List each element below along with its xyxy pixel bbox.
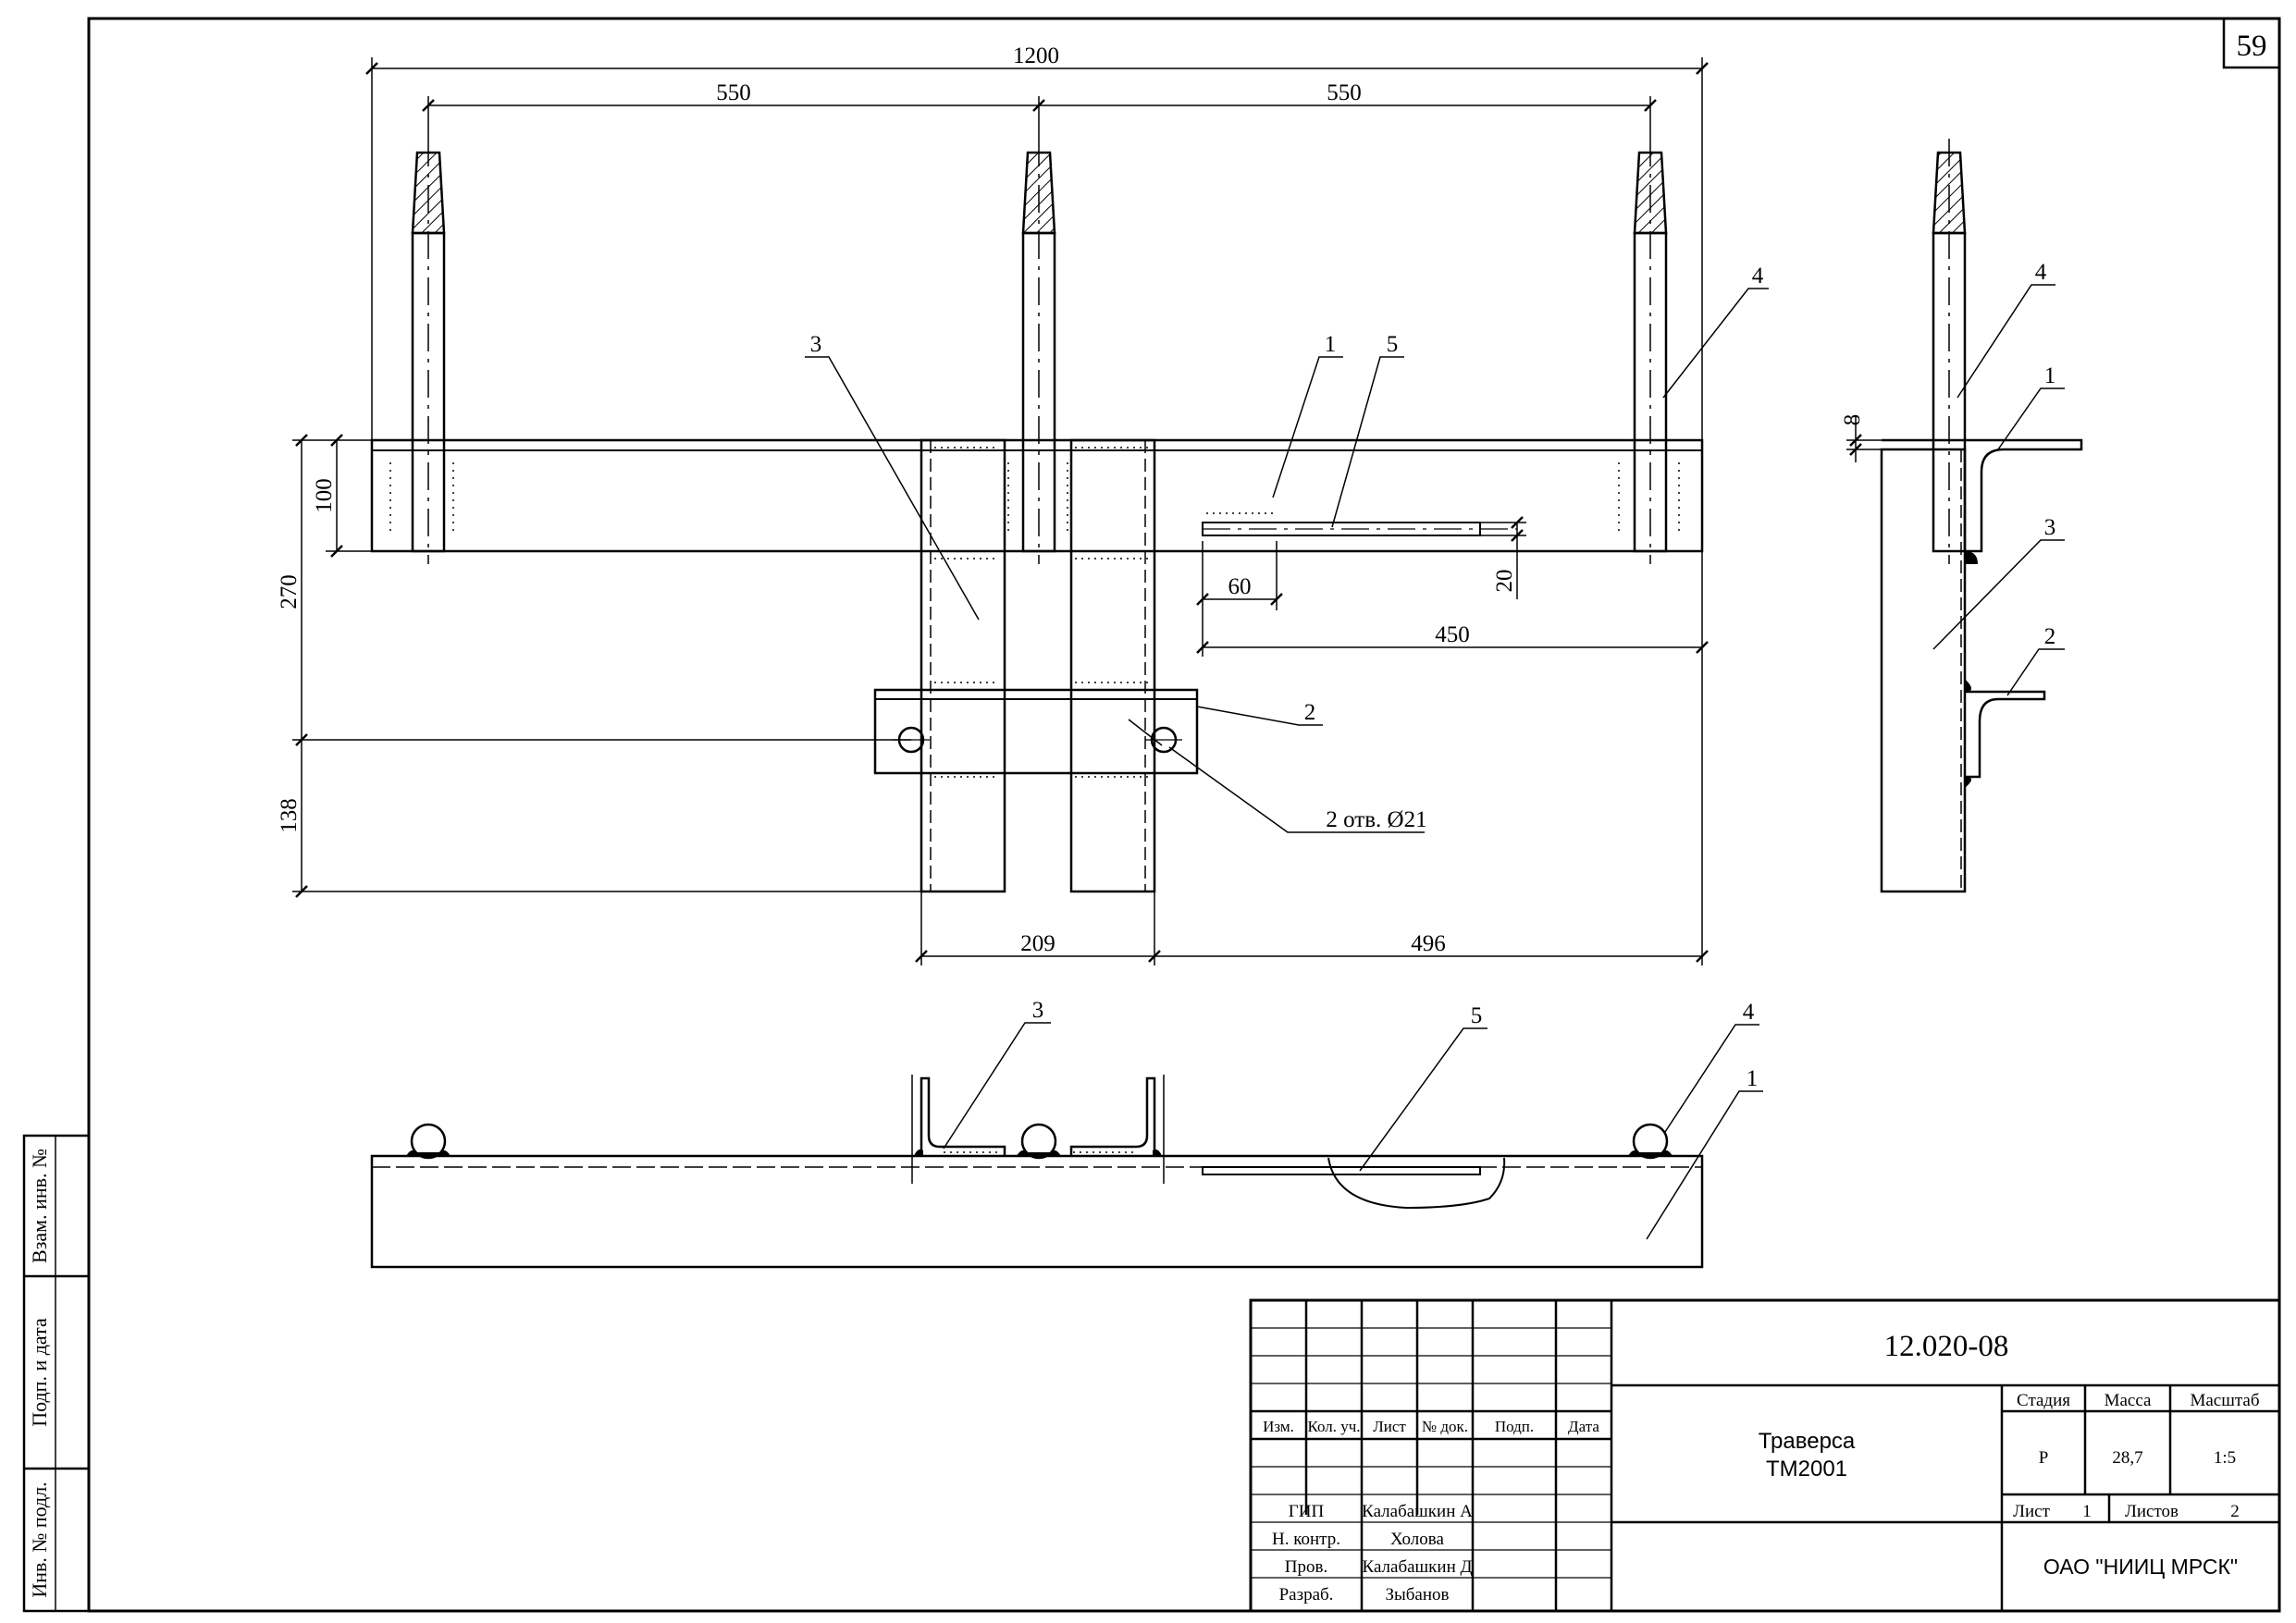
side-view: 8 4 1 3 2 [1840,139,2083,893]
dim-20: 20 [1492,570,1517,593]
hdr-doc-no: № док. [1422,1418,1468,1435]
leader-front-5: 5 [1387,332,1399,357]
name-n-kontr: Холова [1390,1530,1444,1549]
name-prov: Калабашкин Д [1363,1557,1473,1577]
lower-angle [873,688,1199,775]
hdr-izm: Изм. [1263,1418,1294,1435]
scale-label: Масштаб [2190,1391,2259,1410]
sheets-value: 2 [2230,1502,2240,1521]
leader-plan-3: 3 [1032,998,1044,1023]
hdr-date: Дата [1568,1418,1599,1435]
stamp-sign-date: Подп. и дата [28,1318,51,1427]
sheet-frame: 59 [87,17,2281,1613]
hdr-kol-uch: Кол. уч. [1307,1418,1360,1435]
leader-front-2: 2 [1304,700,1316,725]
dim-550-right: 550 [1327,80,1362,105]
plan-view: 3 5 4 1 [370,998,1763,1269]
dim-496: 496 [1411,931,1446,956]
pin-middle [1021,139,1056,564]
dim-60: 60 [1228,574,1252,599]
dim-209: 209 [1020,931,1055,956]
leader-plan-4: 4 [1743,1000,1755,1025]
title-block: Изм. Кол. уч. Лист № док. Подп. Дата ГИП… [1249,1298,2281,1613]
sheet-value: 1 [2082,1502,2092,1521]
role-razrab: Разраб. [1279,1585,1334,1605]
name-razrab: Зыбанов [1385,1585,1449,1605]
org-name: ОАО "НИИЦ МРСК" [2043,1555,2238,1579]
role-prov: Пров. [1285,1557,1327,1577]
stage-value: Р [2039,1448,2049,1468]
pin-left [411,139,446,564]
front-view: 1200 550 550 100 270 138 60 20 450 209 4… [277,43,1769,965]
name-line1: Траверса [1759,1429,1856,1454]
dim-8: 8 [1840,414,1865,426]
role-gip: ГИП [1289,1502,1325,1521]
leader-side-3: 3 [2044,515,2056,540]
vertical-angle-right [1069,438,1156,893]
sheets-label: Листов [2125,1502,2179,1521]
leader-side-4: 4 [2035,260,2047,285]
name-line2: ТМ2001 [1766,1457,1847,1482]
leader-holes: 2 отв. Ø21 [1326,807,1426,832]
dim-270: 270 [277,574,302,609]
leader-plan-1: 1 [1747,1066,1759,1091]
vertical-angle-left [920,438,1006,893]
leader-side-1: 1 [2044,363,2056,388]
hdr-podp: Подп. [1495,1418,1534,1435]
plate-5 [1202,512,1517,536]
sheet-number: 59 [2237,30,2267,63]
mass-value: 28,7 [2112,1448,2142,1468]
dim-1200: 1200 [1013,43,1059,68]
leader-front-1: 1 [1325,332,1337,357]
sheet-label: Лист [2013,1502,2050,1521]
leader-front-4: 4 [1752,264,1764,289]
side-stamp: Взам. инв. № Подп. и дата Инв. № подл. [22,1134,91,1613]
mass-label: Масса [2105,1391,2152,1410]
dim-138: 138 [277,798,302,833]
leader-plan-5: 5 [1471,1003,1483,1028]
stage-label: Стадия [2017,1391,2070,1410]
scale-value: 1:5 [2214,1448,2236,1468]
doc-code: 12.020-08 [1884,1330,2009,1363]
leader-front-3: 3 [810,332,822,357]
dim-550-left: 550 [716,80,751,105]
leader-side-2: 2 [2044,624,2056,649]
dim-100: 100 [312,478,337,513]
pin-right [1633,139,1668,564]
role-n-kontr: Н. контр. [1272,1530,1340,1549]
hdr-list: Лист [1373,1418,1406,1435]
stamp-inv-no: Взам. инв. № [28,1149,51,1263]
dim-450: 450 [1435,622,1470,647]
name-gip: Калабашкин А [1362,1502,1473,1521]
stamp-orig-inv-no: Инв. № подл. [28,1482,51,1597]
